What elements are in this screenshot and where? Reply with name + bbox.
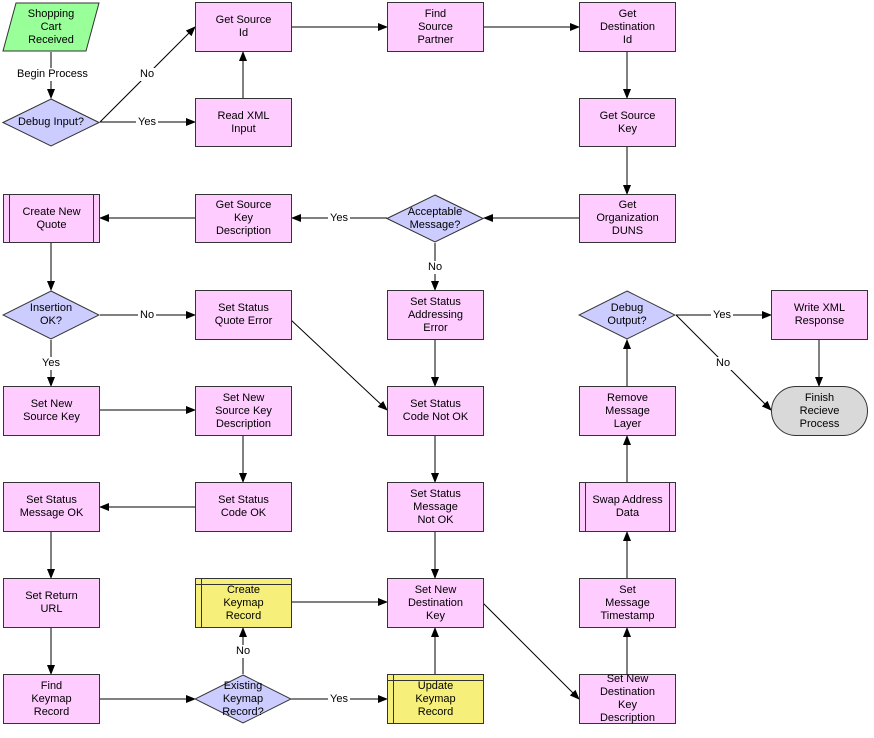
diamond-shape — [2, 290, 100, 340]
node-label: Existing Keymap Record? — [222, 679, 264, 718]
node-get-destination-id[interactable]: Get Destination Id — [579, 2, 676, 52]
node-label: Set New Destination Key Description — [599, 673, 656, 724]
node-shopping-cart-received[interactable]: Shopping Cart Received — [2, 2, 100, 52]
edge-label-yes: Yes — [328, 212, 350, 225]
node-label: Shopping Cart Received — [27, 7, 75, 46]
node-set-new-source-key[interactable]: Set New Source Key — [3, 386, 100, 436]
node-label: Get Destination Id — [599, 7, 656, 46]
node-label: Set Status Code Not OK — [402, 398, 469, 423]
edge-label-no: No — [426, 261, 445, 274]
node-label: Create New Quote — [22, 205, 81, 231]
node-label: Create Keymap Record — [223, 583, 264, 622]
edge-label-yes: Yes — [40, 357, 62, 370]
edge-label-yes: Yes — [136, 116, 158, 129]
edge-label-no: No — [234, 645, 253, 658]
node-label: Set Status Code OK — [218, 494, 269, 519]
parallelogram-shape — [2, 2, 100, 52]
node-label: Update Keymap Record — [415, 679, 456, 718]
diamond-shape — [194, 674, 292, 724]
node-set-return-url[interactable]: Set Return URL — [3, 578, 100, 628]
node-get-source-key-description[interactable]: Get Source Key Description — [195, 194, 292, 243]
node-label: Get Source Key — [599, 109, 656, 135]
node-label: Set New Destination Key — [407, 583, 464, 622]
node-label: Remove Message Layer — [605, 391, 650, 430]
node-set-status-code-ok[interactable]: Set Status Code OK — [195, 482, 292, 532]
node-set-new-destination-key[interactable]: Set New Destination Key — [387, 578, 484, 628]
node-set-message-timestamp[interactable]: Set Message Timestamp — [579, 578, 676, 628]
node-set-status-quote-error[interactable]: Set Status Quote Error — [195, 290, 292, 340]
node-label: Set Status Quote Error — [214, 302, 273, 327]
node-get-organization-duns[interactable]: Get Organization DUNS — [579, 194, 676, 243]
node-existing-keymap-record[interactable]: Existing Keymap Record? — [194, 674, 292, 724]
edge-label-yes: Yes — [328, 693, 350, 706]
node-label: Debug Input? — [17, 116, 85, 128]
node-finish-recieve-process[interactable]: Finish Recieve Process — [771, 386, 868, 436]
node-label: Find Source Partner — [417, 7, 454, 46]
node-debug-output[interactable]: Debug Output? — [578, 290, 676, 340]
node-label: Set Status Message OK — [19, 494, 84, 519]
node-label: Write XML Response — [793, 302, 846, 327]
node-swap-address-data[interactable]: Swap Address Data — [579, 482, 676, 532]
node-debug-input[interactable]: Debug Input? — [2, 98, 100, 147]
edge-label-no: No — [138, 68, 157, 81]
node-label: Get Source Key Description — [215, 199, 272, 237]
node-label: Set Status Addressing Error — [407, 295, 464, 334]
node-label: Set New Source Key — [23, 398, 80, 423]
node-label: Set New Source Key Description — [215, 391, 272, 430]
node-set-status-code-not-ok[interactable]: Set Status Code Not OK — [387, 386, 484, 436]
node-find-keymap-record[interactable]: Find Keymap Record — [3, 674, 100, 724]
node-get-source-key[interactable]: Get Source Key — [579, 98, 676, 147]
edge-label-no: No — [138, 309, 157, 322]
node-label: Get Organization DUNS — [596, 199, 659, 237]
node-label: Finish Recieve Process — [799, 391, 840, 430]
edge-label-begin-process: Begin Process — [15, 68, 90, 81]
node-label: Get Source Id — [215, 14, 272, 39]
node-set-status-message-not-ok[interactable]: Set Status Message Not OK — [387, 482, 484, 532]
node-label: Swap Address Data — [592, 494, 663, 519]
edge-quote-error-code-not-ok — [290, 319, 388, 411]
node-remove-message-layer[interactable]: Remove Message Layer — [579, 386, 676, 436]
node-create-keymap-record[interactable]: Create Keymap Record — [195, 578, 292, 628]
node-write-xml-response[interactable]: Write XML Response — [771, 290, 868, 340]
node-label: Acceptable Message? — [407, 205, 463, 231]
edge-label-yes: Yes — [711, 309, 733, 322]
edge-label-no: No — [714, 357, 733, 370]
node-label: Find Keymap Record — [31, 679, 72, 718]
node-read-xml-input[interactable]: Read XML Input — [195, 98, 292, 147]
node-label: Debug Output? — [607, 302, 647, 327]
node-find-source-partner[interactable]: Find Source Partner — [387, 2, 484, 52]
diamond-shape — [2, 98, 100, 147]
node-set-new-source-key-description[interactable]: Set New Source Key Description — [195, 386, 292, 436]
node-set-status-addressing-error[interactable]: Set Status Addressing Error — [387, 290, 484, 340]
node-get-source-id[interactable]: Get Source Id — [195, 2, 292, 52]
node-label: Set Status Message Not OK — [410, 487, 461, 526]
edge-dest-key-dest-key-desc — [482, 602, 580, 700]
node-label: Set Message Timestamp — [600, 583, 655, 622]
node-set-new-destination-key-description[interactable]: Set New Destination Key Description — [579, 673, 676, 724]
node-label: Read XML Input — [217, 109, 270, 135]
node-update-keymap-record[interactable]: Update Keymap Record — [387, 674, 484, 724]
diamond-shape — [578, 290, 676, 340]
node-insertion-ok[interactable]: Insertion OK? — [2, 290, 100, 340]
node-label: Insertion OK? — [29, 302, 73, 327]
node-acceptable-message[interactable]: Acceptable Message? — [386, 194, 484, 243]
node-set-status-message-ok[interactable]: Set Status Message OK — [3, 482, 100, 532]
diamond-shape — [386, 194, 484, 243]
node-label: Set Return URL — [25, 590, 78, 615]
node-create-new-quote[interactable]: Create New Quote — [3, 194, 100, 243]
